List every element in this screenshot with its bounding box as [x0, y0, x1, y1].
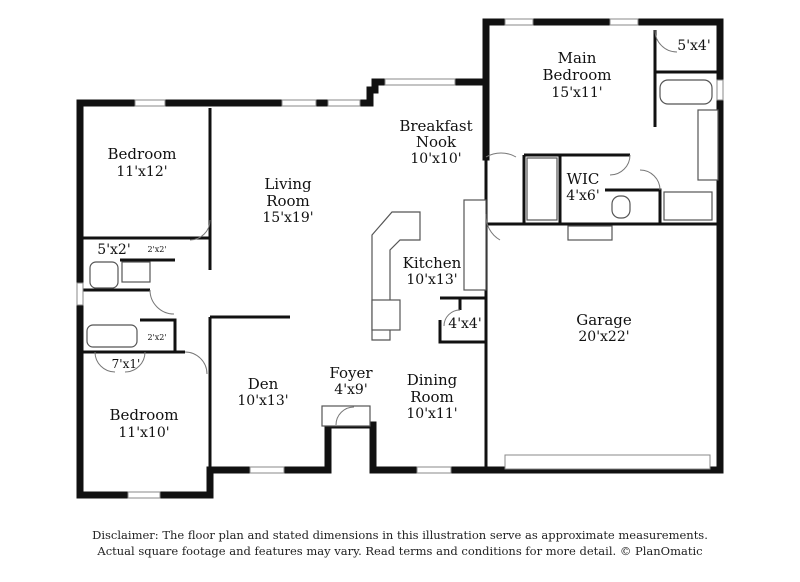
- breakfast-nook-name-2: Nook: [416, 133, 457, 151]
- interior-walls: [80, 30, 720, 470]
- closet-7x1-dims: 7'x1': [112, 357, 141, 371]
- den-name: Den: [248, 375, 279, 393]
- exterior-walls: [76, 18, 724, 499]
- main-bedroom-name-1: Main: [558, 49, 597, 67]
- disclaimer-line-2: Actual square footage and features may v…: [97, 544, 703, 558]
- main-bedroom-name-2: Bedroom: [543, 66, 612, 84]
- dining-room-dims: 10'x11': [406, 406, 457, 422]
- bedroom-2-dims: 11'x10': [118, 425, 169, 441]
- bedroom-1-dims: 11'x12': [116, 164, 167, 180]
- fixtures: [86, 79, 719, 427]
- main-bedroom-dims: 15'x11': [551, 85, 602, 101]
- doors: [94, 29, 678, 426]
- kitchen-name: Kitchen: [403, 254, 462, 272]
- dining-room-name-2: Room: [410, 388, 454, 406]
- bedroom-2-name: Bedroom: [110, 406, 179, 424]
- breakfast-nook-dims: 10'x10': [410, 151, 461, 167]
- wic-name: WIC: [567, 170, 600, 188]
- bedroom-1-name: Bedroom: [108, 145, 177, 163]
- foyer-name: Foyer: [329, 364, 373, 382]
- garage-name: Garage: [576, 311, 632, 329]
- living-room-name-1: Living: [264, 175, 312, 193]
- pantry-dims: 4'x4': [448, 316, 481, 332]
- living-room-dims: 15'x19': [262, 210, 313, 226]
- dining-room-name-1: Dining: [407, 371, 458, 389]
- wic-dims: 4'x6': [566, 188, 599, 204]
- kitchen-dims: 10'x13': [406, 272, 457, 288]
- windows: [76, 18, 724, 499]
- breakfast-nook-name-1: Breakfast: [399, 117, 472, 135]
- foyer-dims: 4'x9': [334, 382, 367, 398]
- living-room-name-2: Room: [266, 192, 310, 210]
- main-closet-dims: 5'x4': [677, 38, 710, 54]
- room-labels: Main Bedroom 15'x11' 5'x4' Breakfast Noo…: [97, 38, 710, 441]
- den-dims: 10'x13': [237, 393, 288, 409]
- closet-5x2-dims: 5'x2': [97, 242, 130, 258]
- disclaimer-line-1: Disclaimer: The floor plan and stated di…: [92, 528, 708, 542]
- linen-2-dims: 2'x2': [147, 333, 166, 342]
- linen-1-dims: 2'x2': [147, 245, 166, 254]
- garage-dims: 20'x22': [578, 329, 629, 345]
